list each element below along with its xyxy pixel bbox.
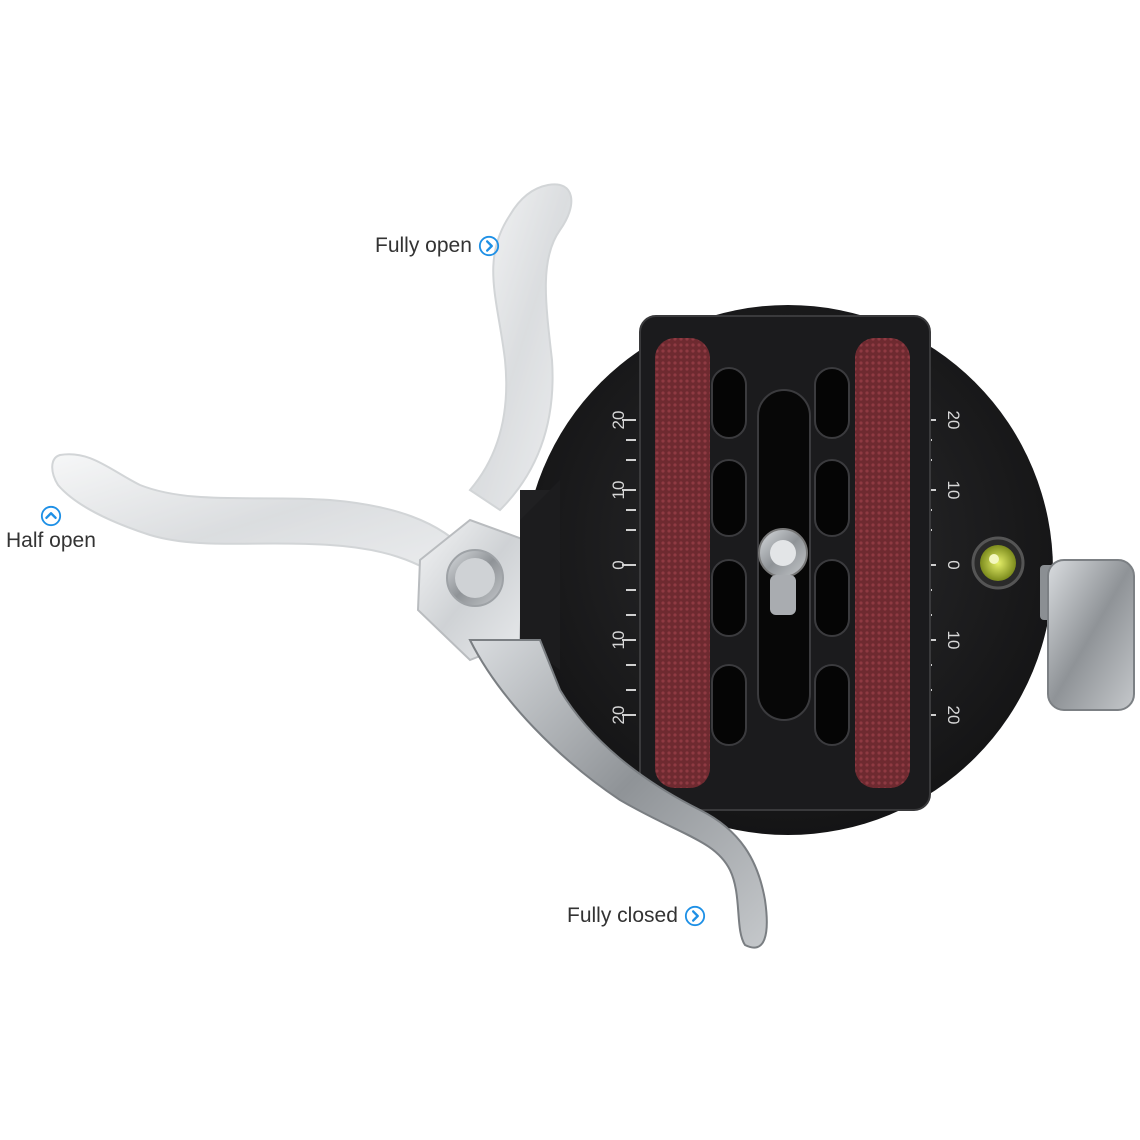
scale-right-label: 0 bbox=[944, 560, 963, 569]
scale-left-label: 0 bbox=[609, 560, 628, 569]
lever-half-open-ghost bbox=[51, 453, 472, 587]
chevron-up-circle-icon bbox=[40, 505, 62, 527]
quick-release-plate bbox=[639, 315, 931, 811]
label-half-open: Half open bbox=[6, 529, 96, 552]
label-fully-open: Fully open bbox=[375, 234, 472, 257]
scale-right-label: 20 bbox=[944, 411, 963, 430]
bubble-level bbox=[971, 536, 1025, 590]
scale-right-label: 10 bbox=[944, 631, 963, 650]
scale-right-label: 20 bbox=[944, 706, 963, 725]
scale-ticks-left bbox=[622, 419, 636, 716]
scale-left-label: 10 bbox=[609, 631, 628, 650]
callout-fully-closed: Fully closed bbox=[567, 904, 706, 928]
chevron-right-circle-icon bbox=[478, 235, 499, 257]
scale-right-label: 10 bbox=[944, 481, 963, 500]
scale-left-label: 10 bbox=[609, 481, 628, 500]
lever-fully-closed bbox=[468, 639, 768, 949]
chevron-right-circle-icon bbox=[684, 905, 705, 927]
scale-left-label: 20 bbox=[609, 706, 628, 725]
callout-fully-open: Fully open bbox=[375, 234, 500, 258]
label-fully-closed: Fully closed bbox=[567, 904, 678, 927]
tension-knob bbox=[1040, 559, 1135, 711]
scale-left-label: 20 bbox=[609, 411, 628, 430]
callout-half-open: Half open bbox=[6, 505, 96, 553]
